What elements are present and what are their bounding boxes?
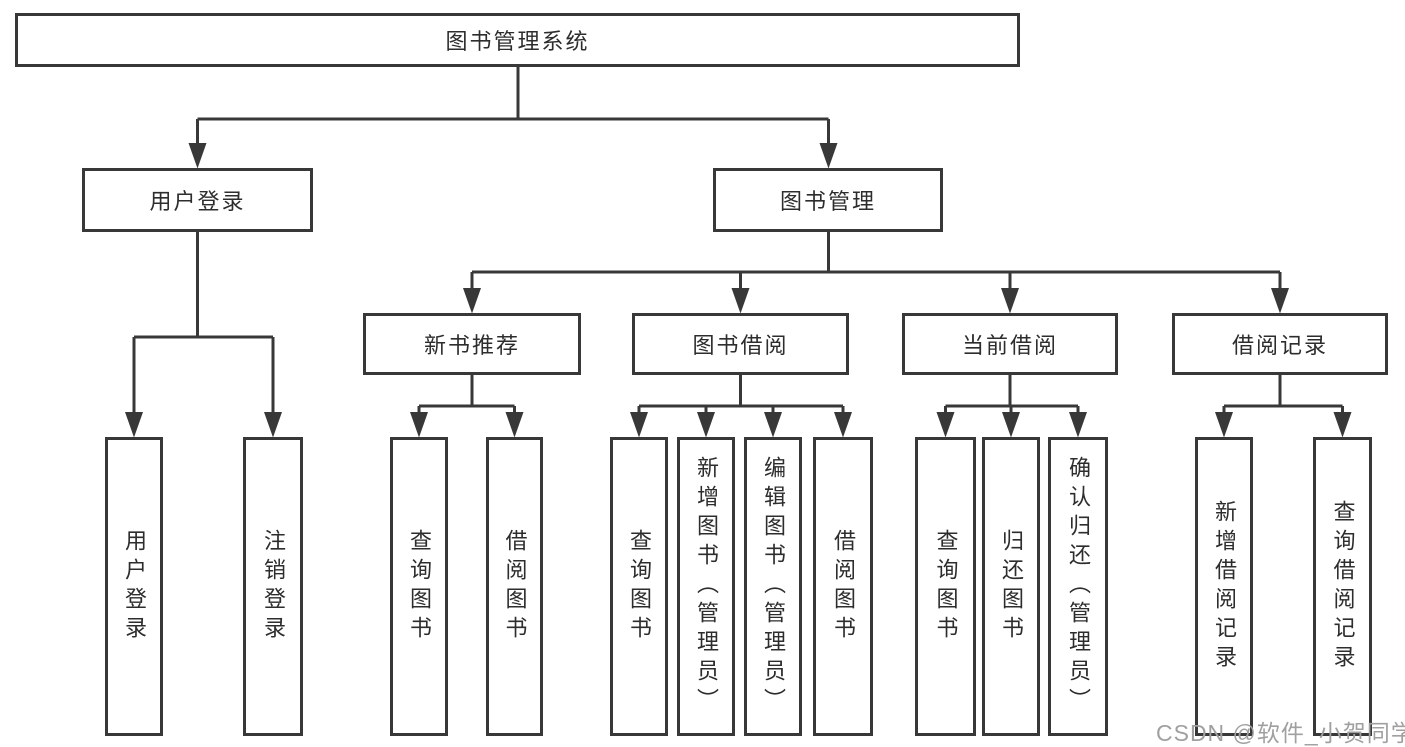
leaf-label: 查询图书 [627,528,652,645]
connector-current-borrowing-branch [936,375,1087,438]
leaf-label: 确认归还（管理员） [1066,456,1091,717]
node-book-borrowing: 图书借阅 [632,313,849,375]
leaf-borrow-books-1: 借阅图书 [486,437,543,736]
leaf-label: 编辑图书（管理员） [761,456,786,717]
connector-borrowing-records-branch [1215,375,1352,438]
node-book-management: 图书管理 [713,168,943,232]
leaf-add-borrow-record: 新增借阅记录 [1195,437,1253,736]
leaf-label: 借阅图书 [502,528,528,645]
leaf-label: 新增图书（管理员） [694,456,719,717]
node-current-borrowing: 当前借阅 [902,313,1118,375]
node-label: 图书管理系统 [445,29,590,54]
leaf-return-books: 归还图书 [982,437,1040,736]
leaf-label: 查询图书 [933,528,959,645]
leaf-label: 注销登录 [261,528,286,645]
leaf-label: 查询借阅记录 [1330,499,1356,674]
leaf-query-books-2: 查询图书 [610,437,668,736]
leaf-query-books-3: 查询图书 [915,437,976,736]
leaf-borrow-books-2: 借阅图书 [813,437,873,736]
leaf-label: 查询图书 [407,528,432,645]
node-label: 新书推荐 [423,333,520,358]
leaf-edit-books-admin: 编辑图书（管理员） [744,437,802,736]
leaf-query-borrow-record: 查询借阅记录 [1313,437,1372,736]
csdn-watermark: CSDN @软件_小贺同学 [1156,720,1405,746]
node-label: 借阅记录 [1231,333,1328,358]
node-user-login: 用户登录 [82,168,313,232]
node-label: 用户登录 [149,189,246,214]
leaf-label: 借阅图书 [831,528,856,645]
connector-book-management-branch [463,232,1289,314]
node-label: 图书借阅 [692,333,789,358]
leaf-user-login: 用户登录 [105,437,163,736]
connector-user-login-branch [125,232,282,438]
leaf-confirm-return-admin: 确认归还（管理员） [1048,437,1108,736]
connector-root-to-level2 [188,66,838,169]
leaf-query-books-1: 查询图书 [390,437,448,736]
node-label: 当前借阅 [961,333,1058,358]
connector-book-borrowing-branch [630,375,852,438]
node-new-book-recommendation: 新书推荐 [363,313,581,375]
leaf-label: 用户登录 [122,528,147,645]
node-label: 图书管理 [779,189,876,214]
connector-new-book-recommendation-branch [410,375,524,438]
node-book-management-system: 图书管理系统 [15,13,1020,67]
leaf-label: 新增借阅记录 [1212,499,1237,674]
node-borrowing-records: 借阅记录 [1172,313,1388,375]
leaf-logout-login: 注销登录 [243,437,303,736]
leaf-label: 归还图书 [999,528,1024,645]
leaf-add-books-admin: 新增图书（管理员） [677,437,735,736]
